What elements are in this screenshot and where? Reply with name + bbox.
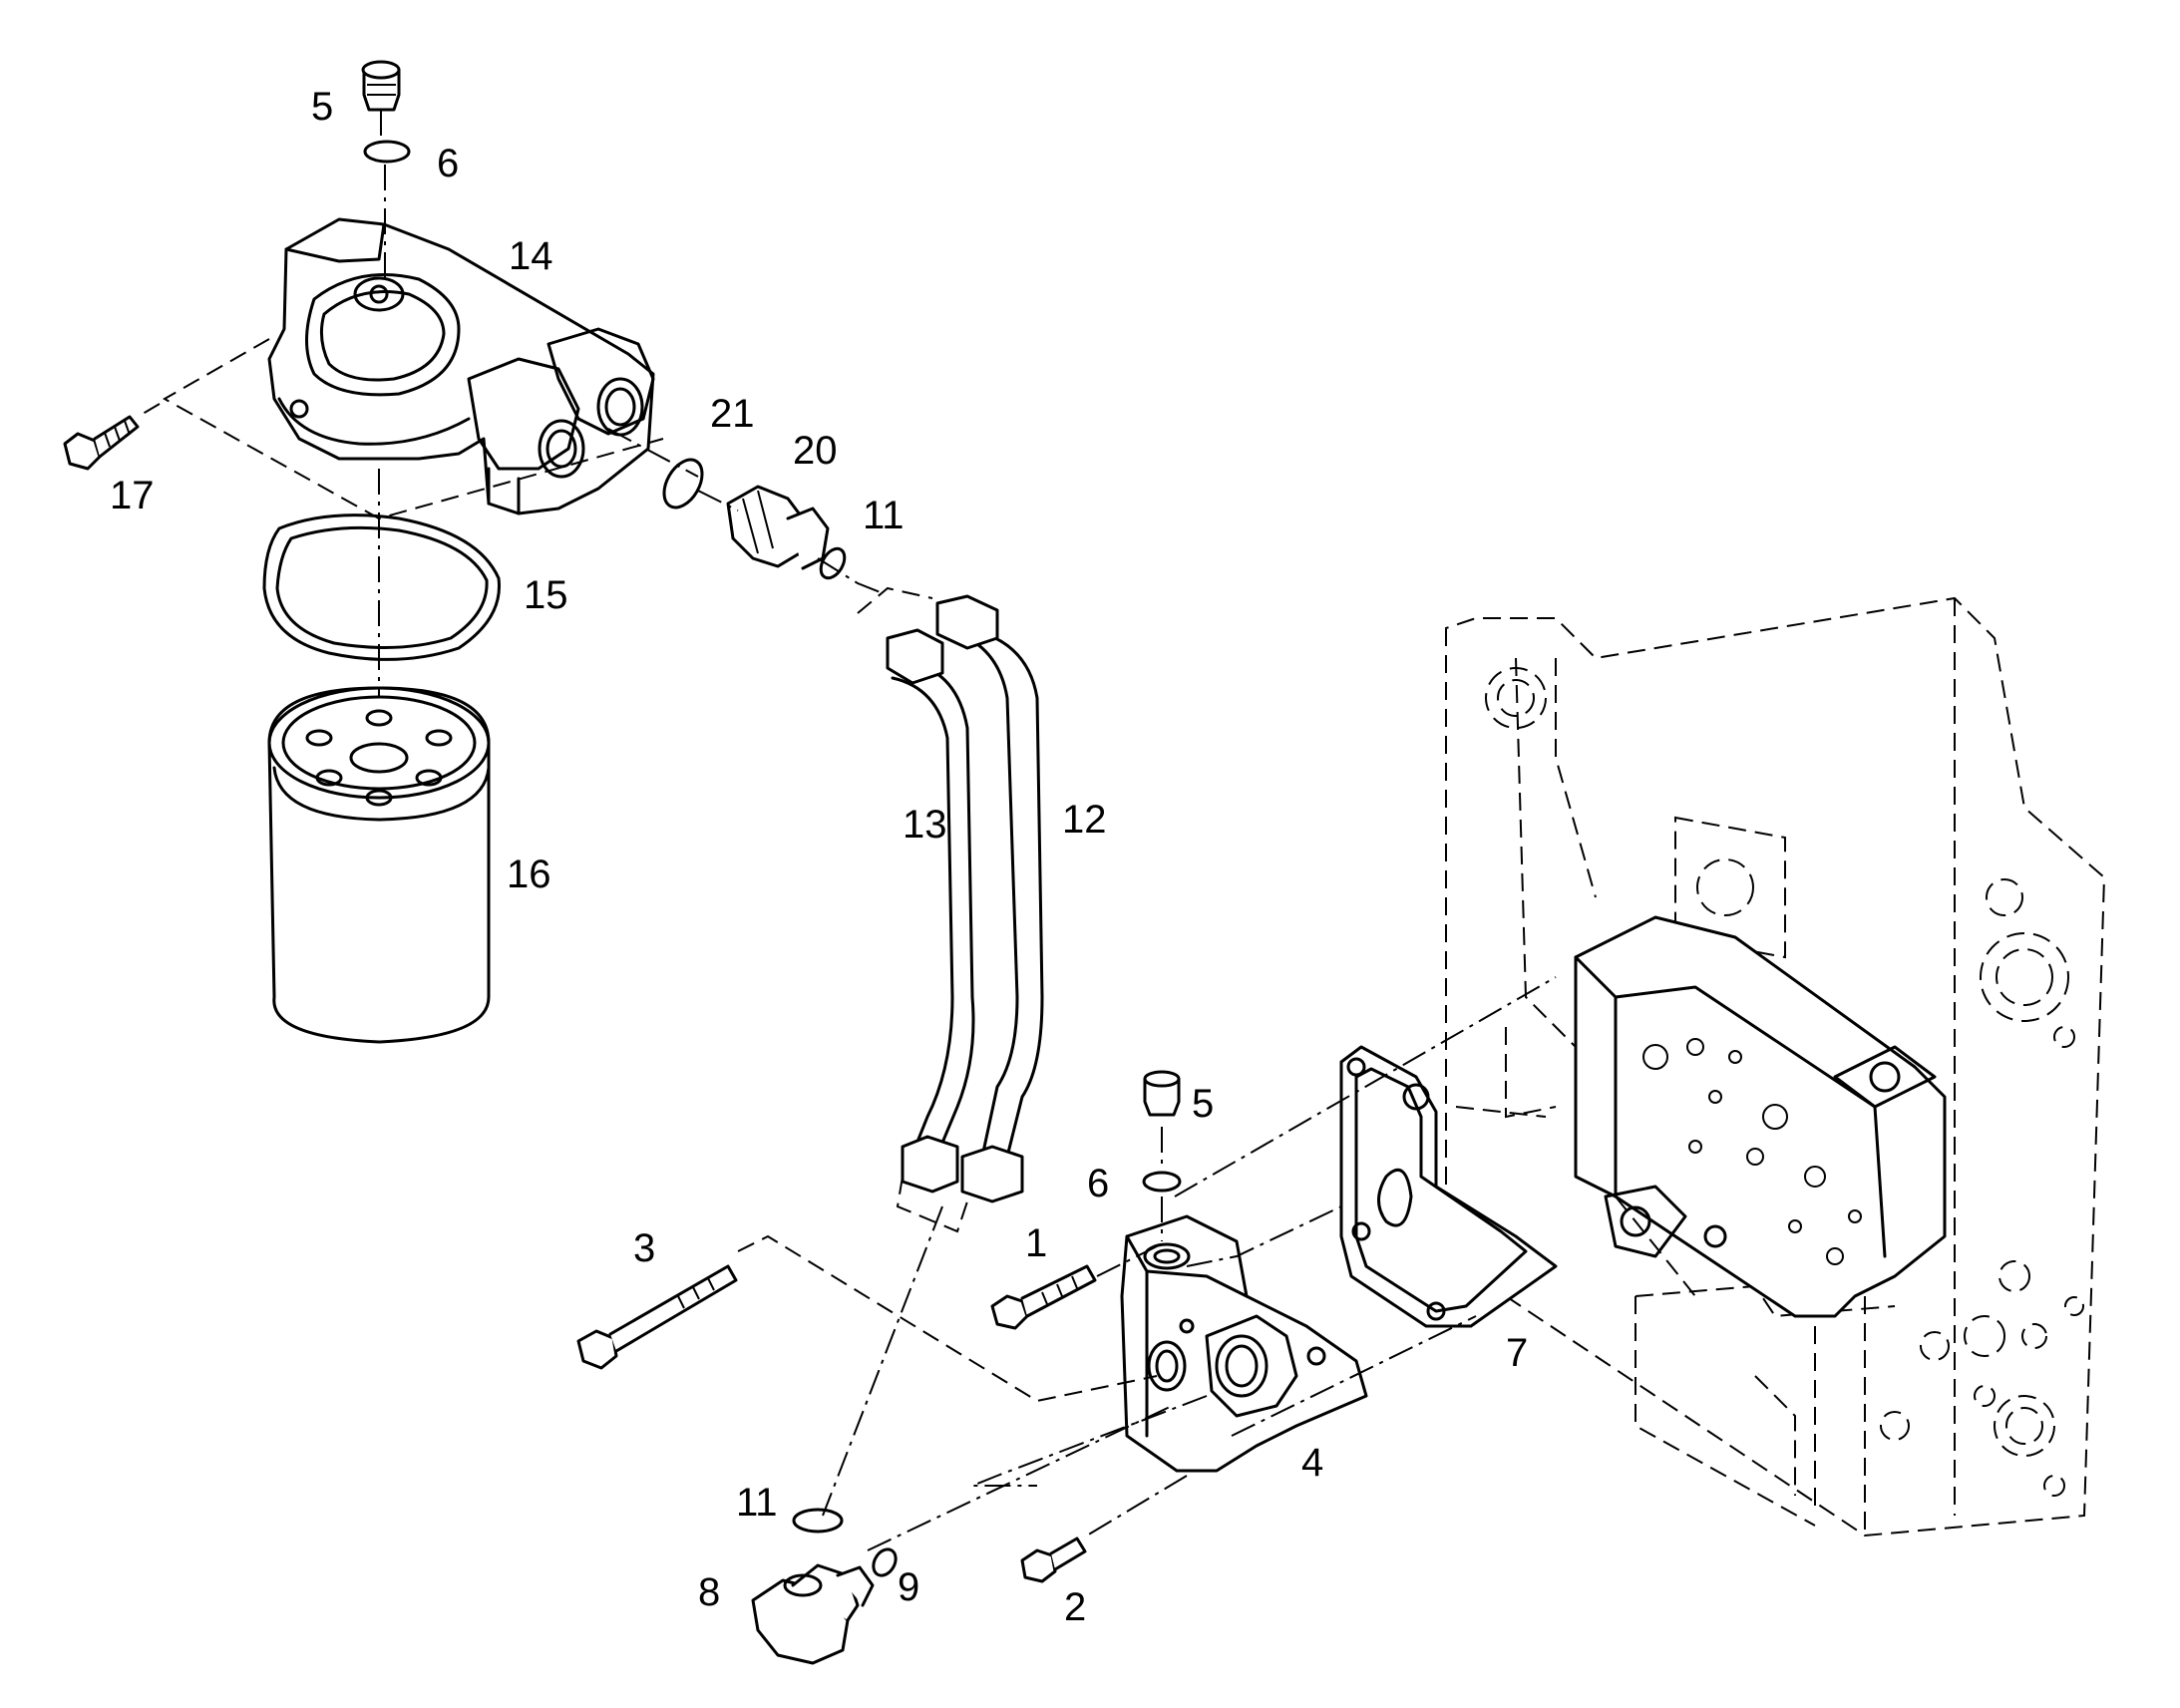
plug-top [361, 60, 401, 112]
callout-2: 2 [1064, 1585, 1086, 1629]
seal-ring-21 [662, 458, 704, 510]
seal-ring-bracket [1142, 1171, 1182, 1193]
bolt-17 [63, 415, 140, 471]
callout-labels: 5 6 14 17 21 20 11 15 16 13 12 5 6 1 3 7… [110, 85, 1528, 1629]
mounting-bracket [1120, 1214, 1368, 1473]
engine-block-outline [1445, 596, 2106, 1537]
callout-13: 13 [903, 803, 947, 847]
callout-8: 8 [698, 1570, 720, 1614]
callout-12: 12 [1062, 798, 1107, 842]
callout-11-top: 11 [863, 494, 905, 537]
gasket [1339, 1045, 1558, 1328]
adapter-8 [751, 1563, 875, 1665]
callout-9: 9 [898, 1565, 919, 1609]
bolt-1 [990, 1264, 1097, 1330]
callout-5-bracket: 5 [1192, 1082, 1214, 1126]
callout-6-top: 6 [437, 142, 459, 185]
callout-4: 4 [1301, 1441, 1323, 1485]
callout-11-bottom: 11 [736, 1481, 778, 1525]
filter-head [267, 217, 655, 515]
seal-ring-11-bottom [792, 1508, 844, 1534]
seal-ring-11-top [819, 546, 847, 580]
callout-5-top: 5 [311, 85, 333, 129]
bolt-2 [1020, 1537, 1087, 1583]
fitting-20 [726, 485, 830, 570]
seal-ring-9 [872, 1547, 898, 1577]
bolt-3 [576, 1264, 738, 1370]
callout-3: 3 [633, 1226, 655, 1270]
assembly-lines [137, 110, 1557, 1551]
oil-lines [886, 594, 1044, 1203]
callout-15: 15 [524, 573, 568, 617]
callout-6-bracket: 6 [1087, 1162, 1109, 1205]
callout-7: 7 [1506, 1331, 1528, 1375]
callout-1: 1 [1025, 1221, 1047, 1265]
callout-17: 17 [110, 474, 155, 517]
seal-ring-top [363, 140, 411, 164]
callout-21: 21 [710, 392, 755, 436]
filter-element [267, 686, 491, 1044]
callout-14: 14 [509, 234, 553, 278]
plug-bracket [1143, 1070, 1181, 1117]
oil-cooler [1574, 915, 1947, 1318]
seal-ring-15 [262, 513, 501, 661]
callout-16: 16 [507, 853, 551, 896]
callout-20: 20 [793, 429, 838, 473]
